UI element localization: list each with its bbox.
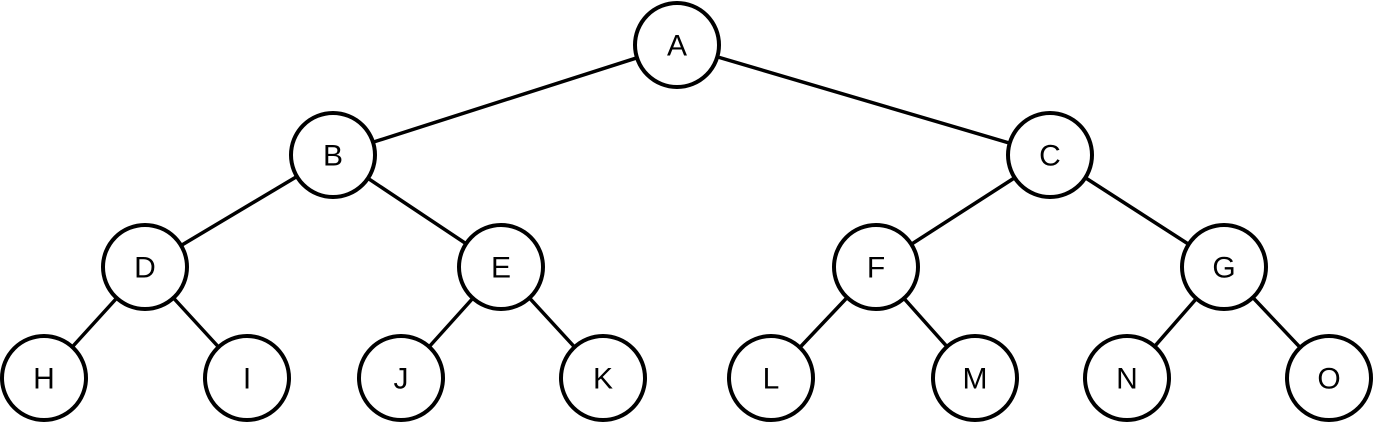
node-label: B: [323, 140, 343, 173]
tree-node-a: A: [633, 1, 721, 89]
node-circle: [1006, 111, 1094, 199]
tree-node-h: H: [0, 334, 88, 422]
node-label: H: [33, 363, 55, 396]
node-label: K: [593, 363, 613, 396]
node-label: D: [134, 252, 156, 285]
node-circle: [457, 223, 545, 311]
node-circle: [1180, 223, 1268, 311]
node-circle: [931, 334, 1019, 422]
node-label: I: [243, 363, 251, 396]
tree-node-m: M: [931, 334, 1019, 422]
edge-a-b: [332, 43, 678, 157]
node-circle: [1285, 334, 1373, 422]
node-circle: [832, 223, 920, 311]
node-label: F: [867, 252, 885, 285]
tree-node-g: G: [1180, 223, 1268, 311]
node-label: J: [394, 363, 409, 396]
node-circle: [101, 223, 189, 311]
node-label: N: [1116, 363, 1138, 396]
tree-node-d: D: [101, 223, 189, 311]
tree-node-b: B: [289, 111, 377, 199]
node-circle: [0, 334, 88, 422]
node-label: E: [491, 252, 511, 285]
tree-node-f: F: [832, 223, 920, 311]
node-circle: [357, 334, 445, 422]
node-label: C: [1039, 140, 1061, 173]
node-label: O: [1317, 363, 1340, 396]
tree-node-e: E: [457, 223, 545, 311]
tree-node-k: K: [559, 334, 647, 422]
node-label: A: [667, 30, 687, 63]
tree-node-i: I: [203, 334, 291, 422]
tree-node-o: O: [1285, 334, 1373, 422]
tree-node-l: L: [727, 334, 815, 422]
node-circle: [203, 334, 291, 422]
node-circle: [727, 334, 815, 422]
node-circle: [633, 1, 721, 89]
tree-edges: [42, 43, 1331, 380]
edge-a-c: [676, 43, 1051, 157]
node-label: M: [963, 363, 988, 396]
tree-node-c: C: [1006, 111, 1094, 199]
tree-node-n: N: [1083, 334, 1171, 422]
node-circle: [1083, 334, 1171, 422]
node-circle: [289, 111, 377, 199]
node-label: G: [1212, 252, 1235, 285]
node-label: L: [763, 363, 780, 396]
tree-node-j: J: [357, 334, 445, 422]
node-circle: [559, 334, 647, 422]
